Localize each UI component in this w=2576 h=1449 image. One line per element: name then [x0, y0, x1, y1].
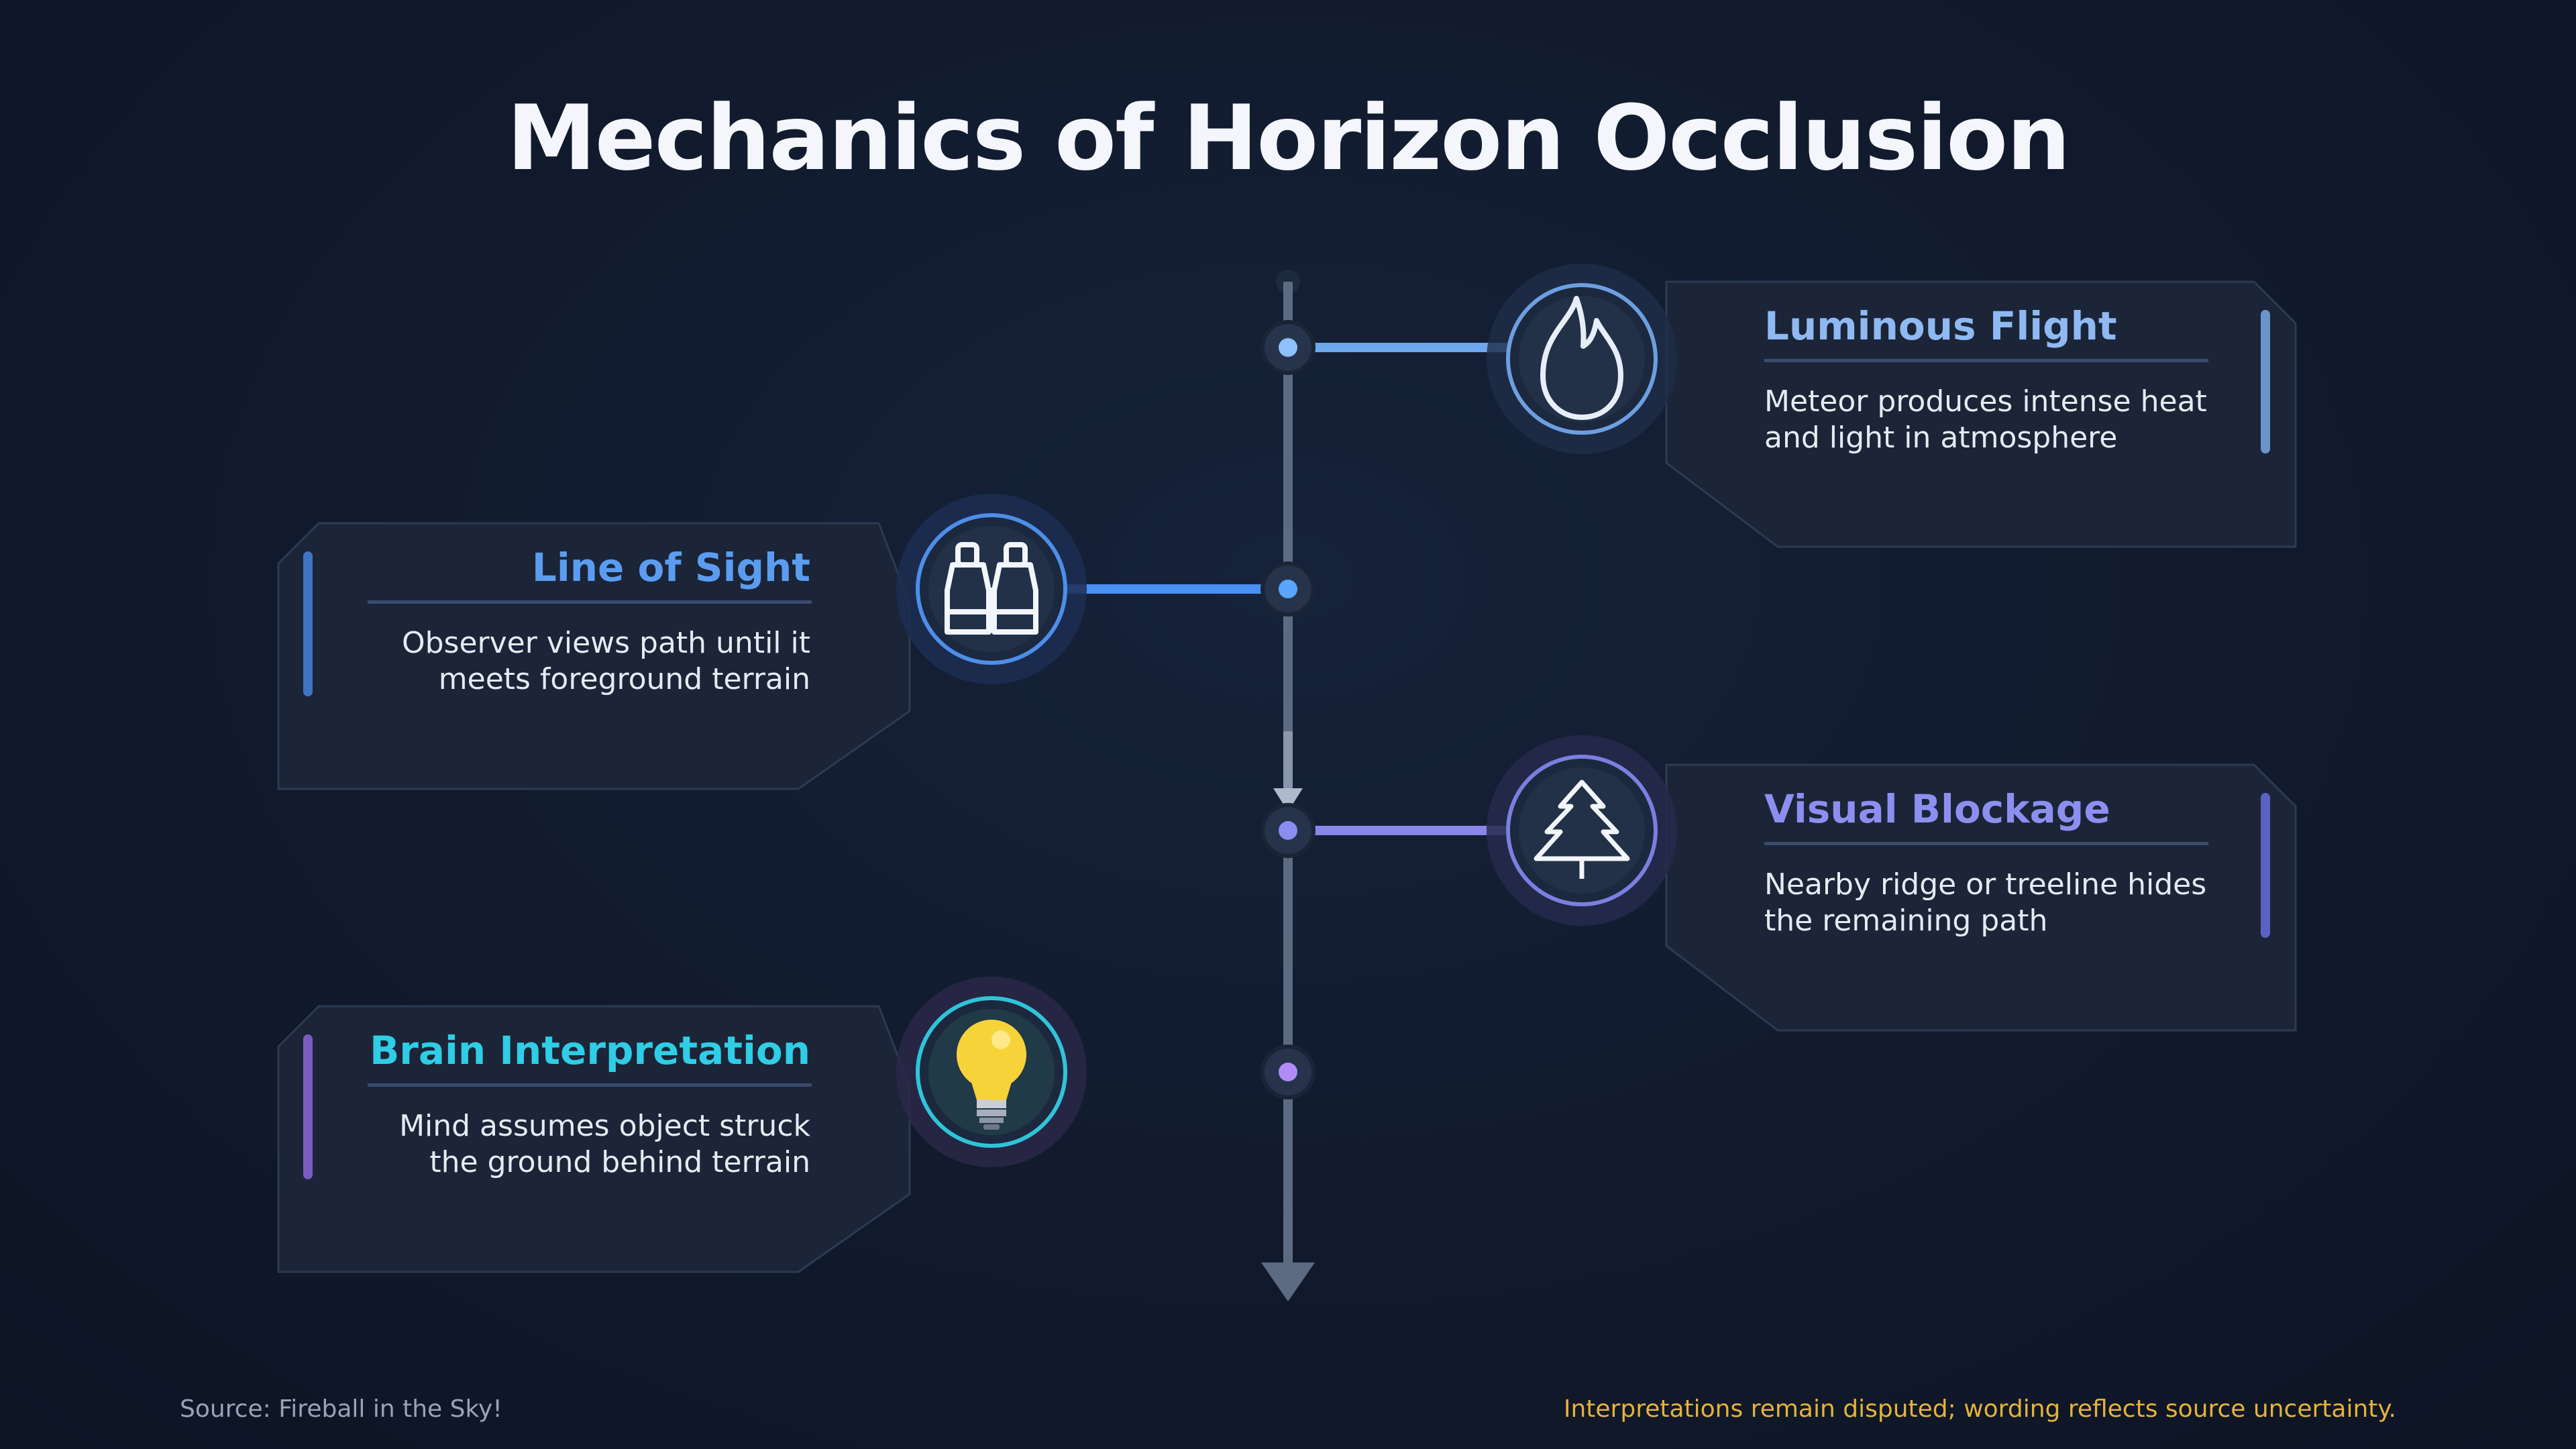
medallion-luminous-flight	[1487, 264, 1677, 454]
binoculars-icon	[945, 542, 1038, 635]
divider-visual-blockage	[1764, 842, 2208, 845]
divider-brain-interpretation	[368, 1083, 812, 1087]
step-description: Mind assumes object struck the ground be…	[370, 1108, 810, 1181]
step-description-line: the ground behind terrain	[429, 1145, 810, 1179]
divider-line-of-sight	[368, 600, 812, 604]
step-description-line: Mind assumes object struck	[399, 1109, 810, 1143]
step-description: Nearby ridge or treeline hides the remai…	[1764, 867, 2206, 939]
accent-bar-brain-interpretation	[303, 1034, 313, 1179]
spine-arrowhead-icon	[1261, 1263, 1315, 1301]
step-description: Meteor produces intense heat and light i…	[1764, 384, 2207, 456]
step-description-line: the remaining path	[1764, 904, 2048, 938]
flame-icon	[1540, 296, 1623, 420]
card-visual-blockage	[1665, 763, 2297, 1032]
medallion-brain-interpretation	[896, 977, 1087, 1167]
pine-tree-icon	[1534, 780, 1630, 879]
step-luminous-flight: Luminous Flight Meteor produces intense …	[1764, 303, 2207, 456]
accent-bar-luminous-flight	[2261, 310, 2270, 453]
divider-luminous-flight	[1764, 359, 2208, 362]
node-luminous-flight	[1260, 320, 1316, 375]
step-description-line: Meteor produces intense heat	[1764, 384, 2207, 419]
step-visual-blockage: Visual Blockage Nearby ridge or treeline…	[1764, 786, 2206, 939]
step-line-of-sight: Line of Sight Observer views path until …	[402, 545, 810, 698]
timeline-spine	[1261, 270, 1315, 1301]
disclaimer-note: Interpretations remain disputed; wording…	[1563, 1395, 2396, 1423]
card-brain-interpretation	[277, 1005, 911, 1273]
step-description: Observer views path until it meets foreg…	[402, 625, 810, 698]
step-title: Brain Interpretation	[370, 1028, 810, 1073]
step-title: Line of Sight	[531, 545, 810, 590]
accent-bar-visual-blockage	[2261, 793, 2270, 938]
node-brain-interpretation	[1260, 1044, 1316, 1099]
node-visual-blockage	[1260, 803, 1316, 858]
step-description-line: Nearby ridge or treeline hides	[1764, 867, 2207, 902]
step-description-line: Observer views path until it	[401, 626, 810, 660]
step-brain-interpretation: Brain Interpretation Mind assumes object…	[370, 1028, 810, 1181]
card-line-of-sight	[277, 522, 911, 790]
node-line-of-sight	[1260, 561, 1316, 616]
medallion-visual-blockage	[1487, 735, 1677, 926]
flow-arrow-icon	[1273, 788, 1303, 812]
lightbulb-icon	[957, 1020, 1026, 1130]
step-description-line: and light in atmosphere	[1764, 421, 2118, 455]
step-description-line: meets foreground terrain	[438, 662, 810, 696]
step-title: Visual Blockage	[1764, 786, 2110, 832]
card-luminous-flight	[1665, 280, 2297, 548]
source-citation: Source: Fireball in the Sky!	[180, 1395, 502, 1423]
page-title: Mechanics of Horizon Occlusion	[506, 86, 2070, 191]
medallion-line-of-sight	[896, 494, 1087, 684]
accent-bar-line-of-sight	[303, 551, 313, 696]
step-title: Luminous Flight	[1764, 303, 2117, 349]
